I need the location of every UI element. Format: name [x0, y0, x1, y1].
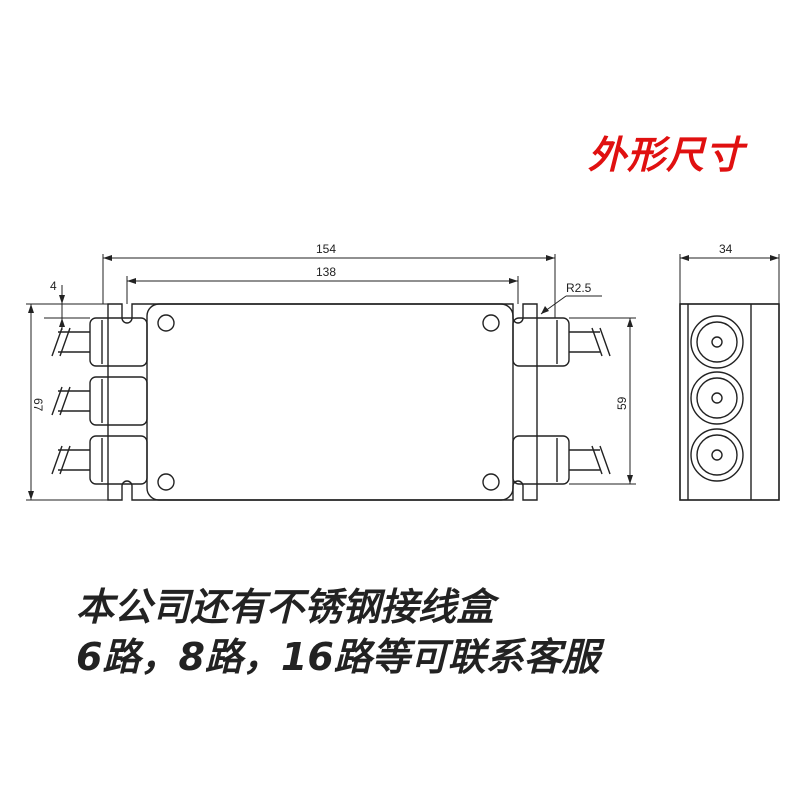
dim-overall-height: 67: [31, 398, 45, 412]
side-view: [679, 303, 780, 501]
screw-hole-bottom-left: [157, 473, 175, 491]
dim-body-length: 138: [316, 265, 336, 279]
note-line-2: 6路，8路，16路等可联系客服: [76, 635, 600, 679]
screw-hole-top-right: [482, 314, 500, 332]
dim-edge-offset: 4: [50, 279, 57, 293]
dim-corner-radius: R2.5: [566, 281, 592, 295]
page-title: 外形尺寸: [588, 133, 745, 177]
left-cable-glands: [51, 317, 148, 485]
dim-overall-length: 154: [316, 242, 336, 256]
front-view-lid: [146, 303, 514, 501]
screw-hole-bottom-right: [482, 473, 500, 491]
dim-body-height: 59: [615, 396, 629, 410]
note-line-1: 本公司还有不锈钢接线盒: [76, 585, 495, 629]
front-view-flange: [107, 303, 538, 501]
screw-hole-top-left: [157, 314, 175, 332]
dim-side-width: 34: [719, 242, 733, 256]
right-cable-glands: [512, 317, 611, 485]
